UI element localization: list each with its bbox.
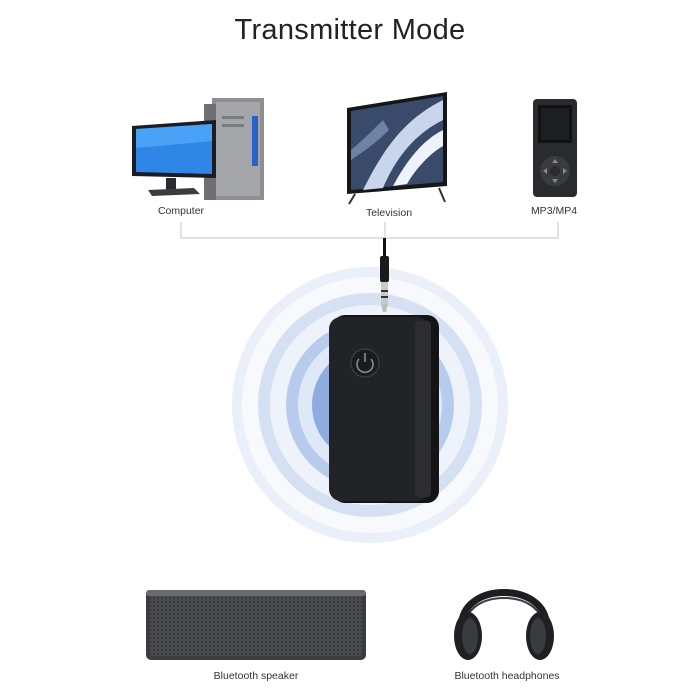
mp3-player-icon [533, 99, 577, 197]
computer-icon [132, 98, 264, 200]
mp3-label: MP3/MP4 [530, 205, 578, 217]
speaker-label: Bluetooth speaker [213, 670, 299, 682]
bluetooth-speaker-icon [146, 590, 366, 660]
television-icon [347, 92, 447, 205]
audio-jack-icon [380, 238, 389, 312]
diagram-title: Transmitter Mode [234, 14, 466, 46]
headphones-icon [454, 589, 554, 660]
computer-label: Computer [157, 205, 205, 217]
bluetooth-transmitter-icon [329, 315, 439, 503]
power-button-icon [350, 348, 380, 378]
headphones-label: Bluetooth headphones [454, 670, 560, 682]
television-label: Television [365, 207, 413, 219]
